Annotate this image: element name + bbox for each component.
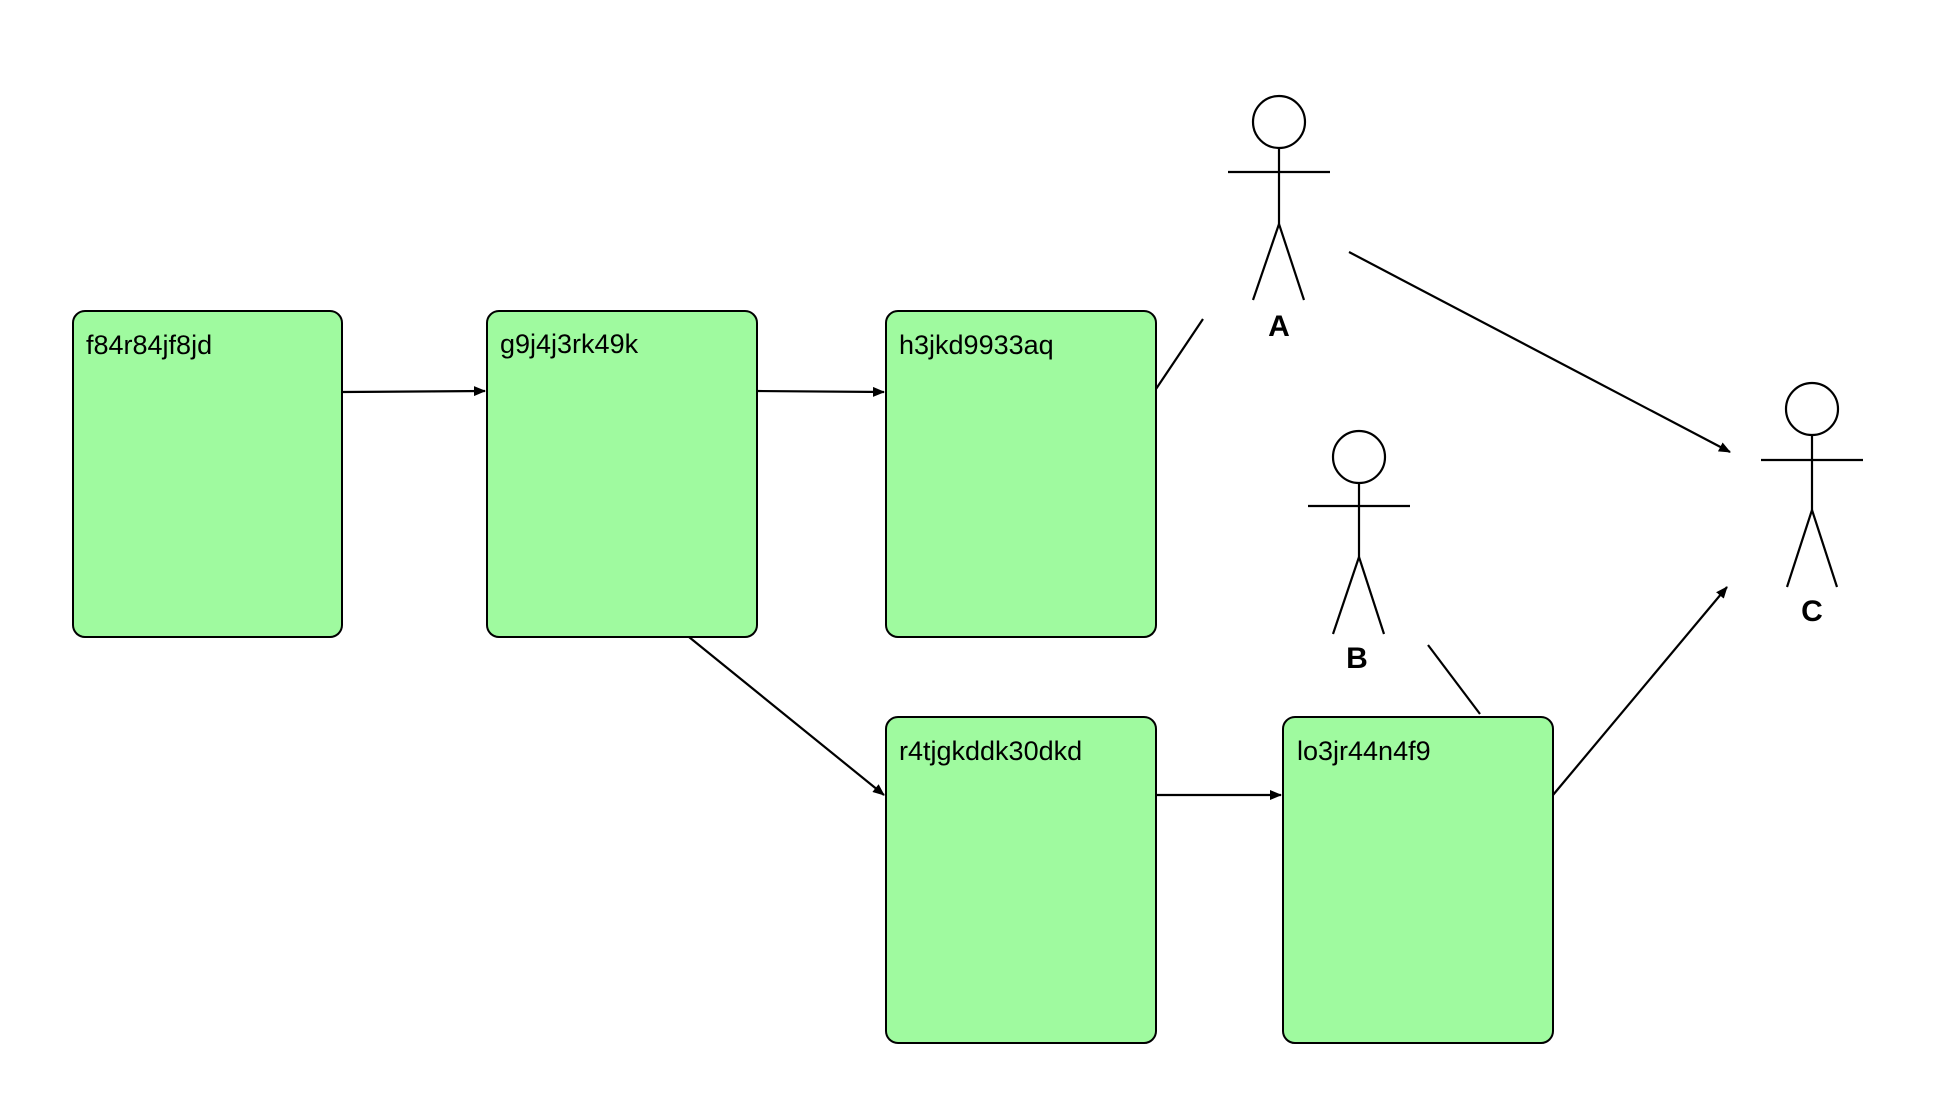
node-label: lo3jr44n4f9	[1297, 736, 1431, 766]
actor-a[interactable]: A	[1228, 94, 1330, 343]
node-box[interactable]	[486, 310, 758, 638]
node-lo3jr44n4f9[interactable]: lo3jr44n4f9	[1282, 716, 1554, 1044]
actor-c[interactable]: C	[1761, 381, 1863, 628]
actor-label: C	[1801, 595, 1823, 628]
node-h3jkd9933aq[interactable]: h3jkd9933aq	[885, 310, 1157, 638]
edge-n2-to-n4	[688, 636, 885, 796]
node-f84r84jf8jd[interactable]: f84r84jf8jd	[72, 310, 343, 638]
edge-n5-to-c	[1552, 586, 1728, 796]
node-box[interactable]	[1282, 716, 1554, 1044]
node-box[interactable]	[885, 716, 1157, 1044]
stick-figure-icon	[1761, 381, 1863, 588]
nodes-layer: f84r84jf8jd g9j4j3rk49k h3jkd9933aq r4tj…	[72, 310, 1554, 1044]
node-g9j4j3rk49k[interactable]: g9j4j3rk49k	[486, 310, 758, 638]
edge-n2-to-n3	[756, 386, 885, 397]
actors-layer: A B C	[1228, 94, 1863, 675]
actor-label: A	[1268, 310, 1290, 343]
actor-label: B	[1346, 642, 1368, 675]
node-label: g9j4j3rk49k	[500, 329, 639, 359]
node-r4tjgkddk30dkd[interactable]: r4tjgkddk30dkd	[885, 716, 1157, 1044]
edge-n1-to-n2	[341, 386, 486, 397]
edge-n3-to-a	[1155, 318, 1204, 390]
node-label: f84r84jf8jd	[86, 330, 212, 360]
node-box[interactable]	[885, 310, 1157, 638]
edge-a-to-c	[1348, 251, 1731, 453]
node-box[interactable]	[72, 310, 343, 638]
edges-layer	[341, 251, 1731, 800]
stick-figure-icon	[1308, 429, 1410, 635]
stick-figure-icon	[1228, 94, 1330, 301]
node-label: r4tjgkddk30dkd	[899, 736, 1082, 766]
actor-b[interactable]: B	[1308, 429, 1410, 675]
edge-n5-to-b	[1427, 644, 1481, 715]
node-label: h3jkd9933aq	[899, 330, 1054, 360]
